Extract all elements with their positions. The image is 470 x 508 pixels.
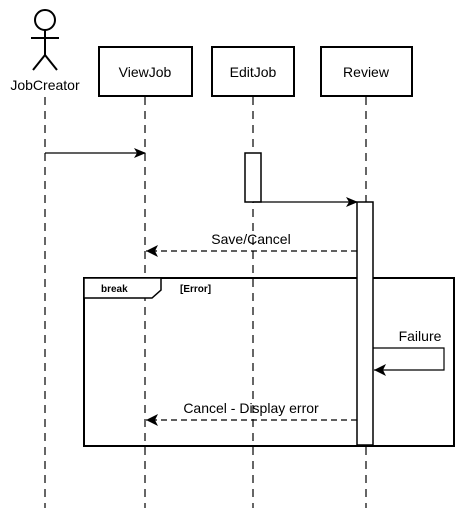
- participant-box: [320, 46, 413, 97]
- message-label: Save/Cancel: [211, 231, 290, 247]
- arrowhead-icon: [146, 245, 158, 257]
- actor-label: JobCreator: [10, 77, 80, 93]
- break-fragment: break [Error]: [83, 277, 455, 447]
- activation-bar-review: [356, 201, 374, 446]
- participant-box: [98, 46, 193, 97]
- message-failure-self: Failure: [373, 328, 445, 376]
- participant-box: [211, 46, 295, 97]
- fragment-operator-label: break: [101, 284, 128, 295]
- message-cancel-display-error: Cancel - Display error: [146, 400, 357, 426]
- actor-jobcreator: JobCreator: [10, 9, 80, 93]
- fragment-operator-tab: [83, 277, 162, 299]
- actor-left-leg: [32, 54, 46, 71]
- participant-viewjob: ViewJob: [98, 46, 193, 97]
- participant-label: ViewJob: [119, 64, 172, 80]
- activation-bar-editjob: [244, 152, 262, 203]
- arrowhead-icon: [146, 414, 158, 426]
- message-label: Failure: [399, 328, 442, 344]
- message-save-cancel: Save/Cancel: [146, 231, 357, 257]
- self-call-line: [373, 347, 445, 371]
- message-label: Cancel - Display error: [183, 400, 319, 416]
- actor-head-icon: [34, 9, 56, 31]
- fragment-guard-label: [Error]: [180, 284, 211, 295]
- participant-label: EditJob: [230, 64, 277, 80]
- participant-editjob: EditJob: [211, 46, 295, 97]
- participant-review: Review: [320, 46, 413, 97]
- fragment-frame: [83, 277, 455, 447]
- arrowhead-icon: [374, 364, 386, 376]
- actor-right-leg: [44, 54, 58, 71]
- participant-label: Review: [343, 64, 390, 80]
